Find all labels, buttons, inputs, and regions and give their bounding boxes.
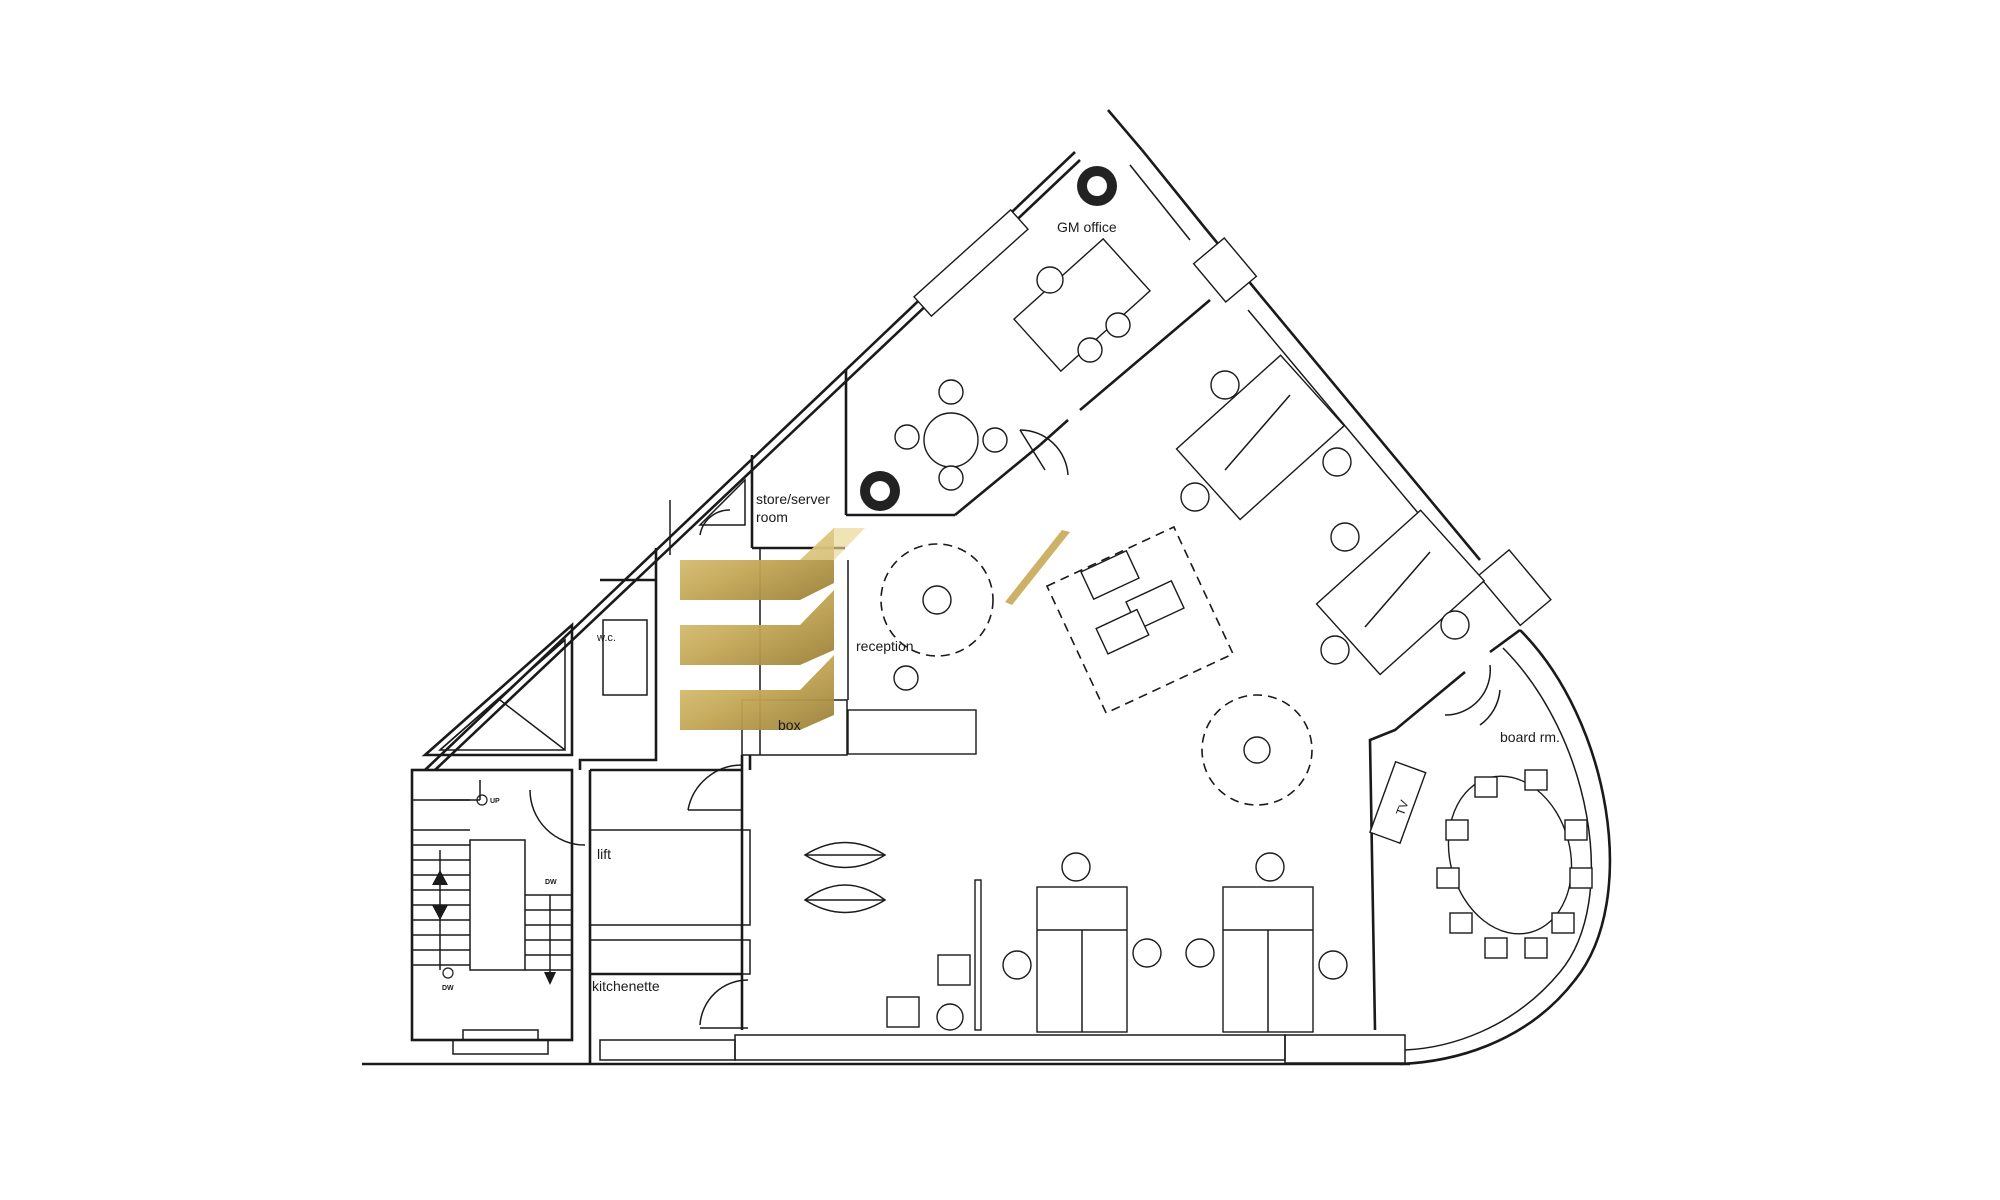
label-store-server-line1: store/server — [756, 491, 830, 507]
label-tv: TV — [1393, 798, 1411, 817]
furniture — [412, 166, 1593, 1033]
staircase — [412, 780, 572, 985]
label-box: box — [778, 717, 801, 733]
label-stairs-dw-1: DW — [545, 879, 557, 886]
company-logo — [680, 528, 1070, 730]
doors — [529, 429, 1501, 1029]
label-reception: reception — [856, 638, 914, 654]
label-wc: w.c. — [596, 632, 616, 644]
room-labels: GM office store/server room w.c. recepti… — [442, 219, 1560, 994]
label-store-server-line2: room — [756, 509, 788, 525]
label-kitchenette: kitchenette — [592, 978, 660, 994]
label-lift: lift — [597, 846, 611, 862]
interior-walls — [421, 299, 1521, 1064]
plant-icon — [860, 166, 1117, 511]
label-stairs-up: UP — [490, 798, 500, 805]
label-board-room: board rm. — [1500, 729, 1560, 745]
label-stairs-dw-2: DW — [442, 985, 454, 992]
label-gm-office: GM office — [1057, 219, 1117, 235]
